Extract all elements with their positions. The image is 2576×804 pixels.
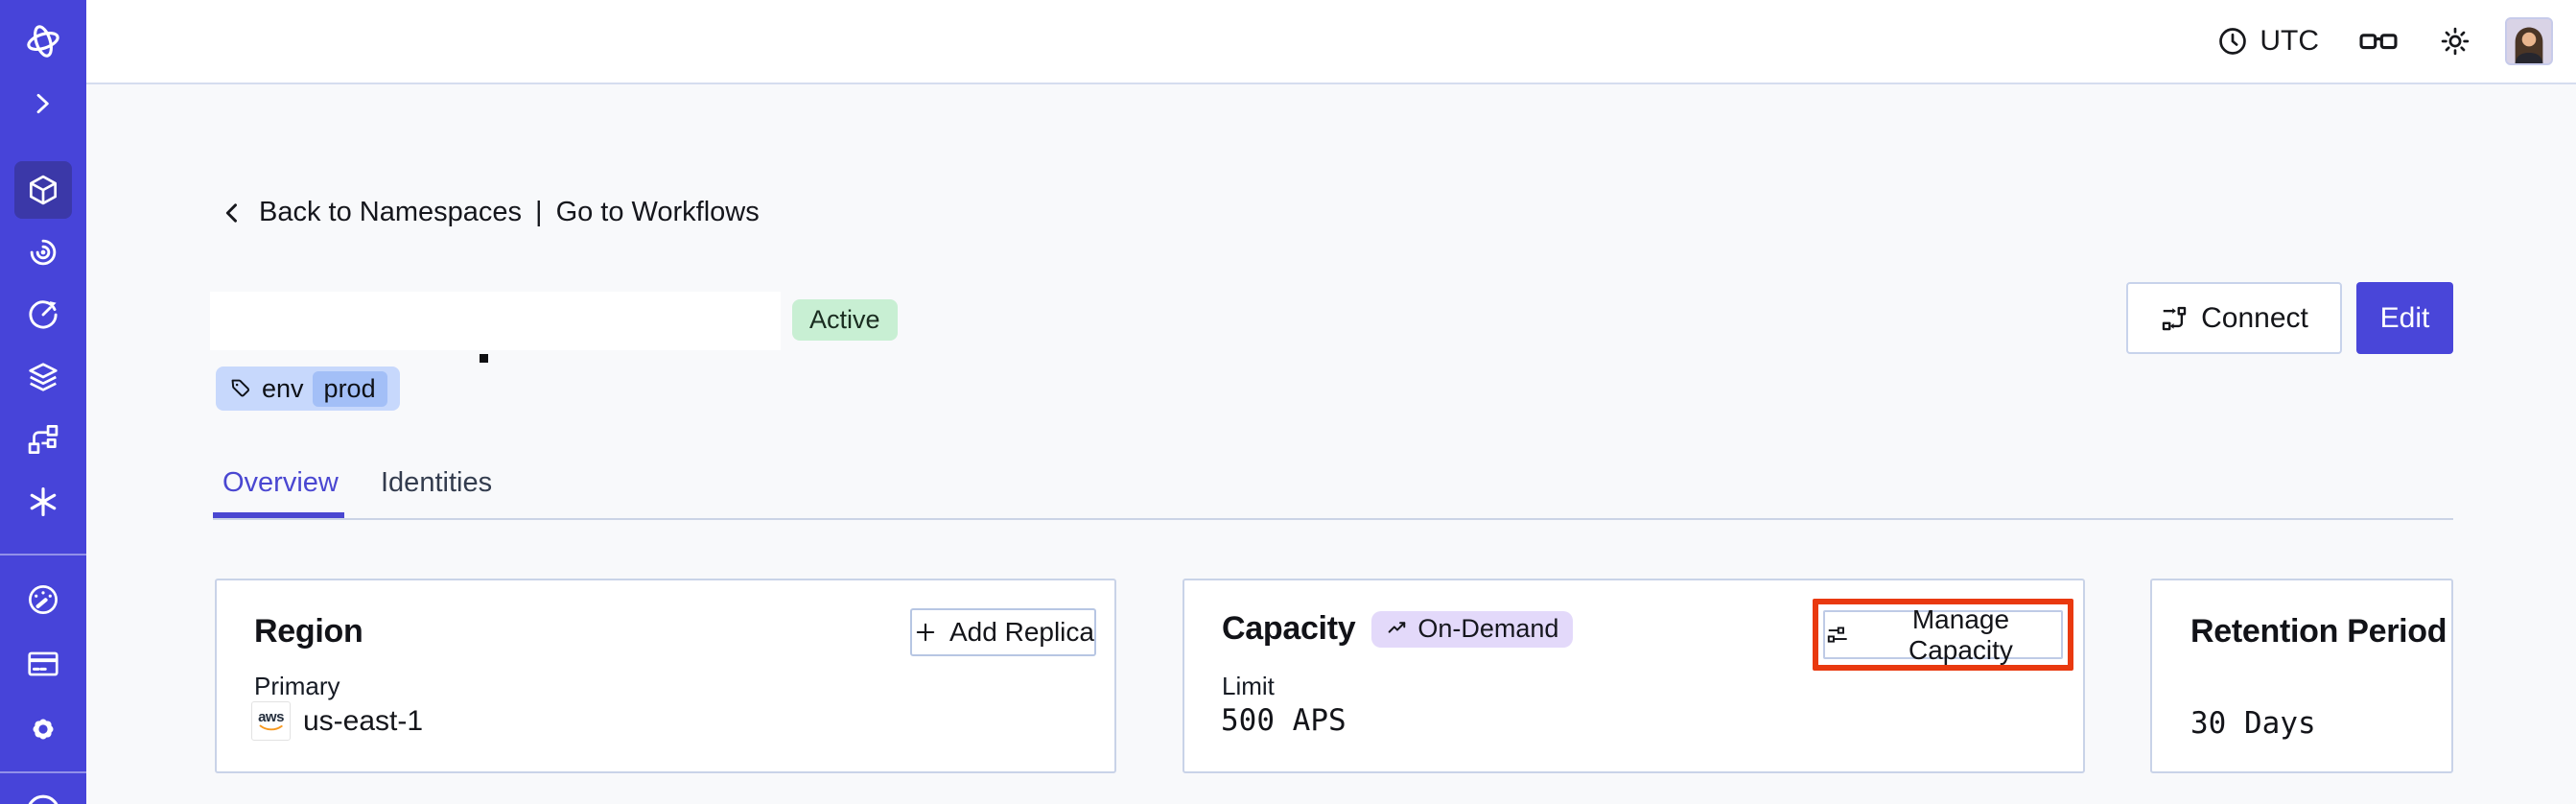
partial-circle-icon bbox=[28, 794, 59, 804]
go-to-workflows-link[interactable]: Go to Workflows bbox=[555, 197, 760, 227]
tab-overview[interactable]: Overview bbox=[222, 467, 339, 498]
retention-card: Retention Period 30 Days bbox=[2150, 579, 2453, 773]
retention-value: 30 Days bbox=[2190, 706, 2316, 741]
tag-icon bbox=[231, 379, 249, 397]
manage-capacity-label: Manage Capacity bbox=[1908, 603, 2013, 665]
breadcrumb-separator: | bbox=[535, 197, 543, 227]
timezone-selector[interactable]: UTC bbox=[2216, 25, 2319, 58]
capacity-card-title: Capacity bbox=[1222, 610, 1356, 647]
sidebar-item-batch-operations[interactable] bbox=[25, 421, 61, 458]
namespace-tag[interactable]: env prod bbox=[216, 367, 400, 411]
back-to-namespaces-link[interactable]: Back to Namespaces bbox=[259, 197, 523, 227]
topbar: UTC bbox=[86, 0, 2576, 84]
gear-icon bbox=[33, 719, 54, 740]
region-card-title: Region bbox=[254, 613, 363, 650]
namespace-name-redacted bbox=[210, 292, 781, 350]
region-value: us-east-1 bbox=[303, 704, 424, 737]
workflows-spiral-icon bbox=[30, 239, 57, 266]
annotation-highlight-box: Manage Capacity bbox=[1813, 599, 2073, 671]
expand-sidebar-chevron-icon[interactable] bbox=[27, 88, 58, 119]
schedules-clock-icon bbox=[29, 300, 58, 329]
aws-logo-text: aws bbox=[258, 709, 284, 725]
aws-logo: aws bbox=[251, 701, 291, 741]
add-replica-button[interactable]: Add Replica bbox=[910, 608, 1096, 656]
sidebar-item-schedules[interactable] bbox=[25, 296, 61, 333]
sliders-icon bbox=[1827, 627, 1847, 643]
connect-flow-icon bbox=[2162, 306, 2187, 330]
tag-value-chip: prod bbox=[312, 370, 387, 407]
ondemand-badge-label: On-Demand bbox=[1417, 614, 1559, 643]
status-badge: Active bbox=[792, 299, 898, 341]
namespaces-cube-icon bbox=[29, 175, 58, 205]
plus-icon bbox=[916, 623, 935, 642]
pipeline-branch-icon bbox=[28, 425, 59, 454]
manage-capacity-button[interactable]: Manage Capacity bbox=[1823, 604, 2063, 665]
aws-smile-arrow bbox=[259, 724, 283, 731]
credit-card-icon bbox=[28, 651, 59, 676]
sidebar-divider bbox=[0, 771, 86, 773]
tab-identities[interactable]: Identities bbox=[381, 467, 493, 498]
sidebar-divider bbox=[0, 554, 86, 556]
region-value-row: aws us-east-1 bbox=[251, 701, 423, 741]
speedometer-icon bbox=[29, 585, 58, 614]
limit-label: Limit bbox=[1222, 672, 1275, 700]
sidebar-nav bbox=[0, 0, 86, 804]
layers-icon bbox=[29, 363, 58, 391]
theme-toggle-sun-icon[interactable] bbox=[2438, 24, 2472, 59]
connect-button-label: Connect bbox=[2201, 301, 2308, 334]
user-avatar[interactable] bbox=[2505, 17, 2553, 65]
tag-key: env bbox=[262, 373, 304, 403]
asterisk-icon bbox=[30, 486, 57, 517]
capacity-card: Capacity On-Demand Manage Capacity bbox=[1183, 579, 2085, 773]
capacity-title-row: Capacity On-Demand bbox=[1222, 610, 1574, 648]
capacity-limit-value: 500 APS bbox=[1221, 703, 1347, 738]
sidebar-item-deployments[interactable] bbox=[25, 359, 61, 395]
primary-label: Primary bbox=[254, 672, 340, 700]
add-replica-label: Add Replica bbox=[949, 617, 1094, 647]
namespace-name-artifact bbox=[480, 354, 488, 363]
sidebar-item-billing[interactable] bbox=[25, 646, 61, 682]
connect-button[interactable]: Connect bbox=[2126, 282, 2342, 354]
breadcrumb: Back to Namespaces | Go to Workflows bbox=[219, 197, 760, 228]
sidebar-item-usage[interactable] bbox=[25, 581, 61, 618]
ondemand-badge: On-Demand bbox=[1371, 610, 1574, 648]
tabs-divider bbox=[213, 518, 2453, 520]
sidebar-item-workflows[interactable] bbox=[25, 234, 61, 271]
sidebar-item-help[interactable] bbox=[22, 791, 64, 804]
retention-card-title: Retention Period bbox=[2190, 613, 2447, 650]
edit-button[interactable]: Edit bbox=[2356, 282, 2453, 354]
trending-up-icon bbox=[1388, 622, 1406, 633]
sidebar-item-nexus[interactable] bbox=[25, 484, 61, 520]
timezone-label: UTC bbox=[2260, 25, 2319, 57]
active-tab-underline bbox=[213, 512, 344, 518]
temporal-logo-icon[interactable] bbox=[23, 21, 63, 61]
sidebar-item-settings[interactable] bbox=[25, 711, 61, 747]
glasses-icon[interactable] bbox=[2357, 25, 2400, 58]
region-card: Region Add Replica Primary aws us-east-1 bbox=[215, 579, 1116, 773]
clock-icon bbox=[2216, 25, 2249, 58]
sidebar-item-namespaces[interactable] bbox=[14, 161, 72, 219]
back-chevron-icon[interactable] bbox=[219, 200, 246, 226]
